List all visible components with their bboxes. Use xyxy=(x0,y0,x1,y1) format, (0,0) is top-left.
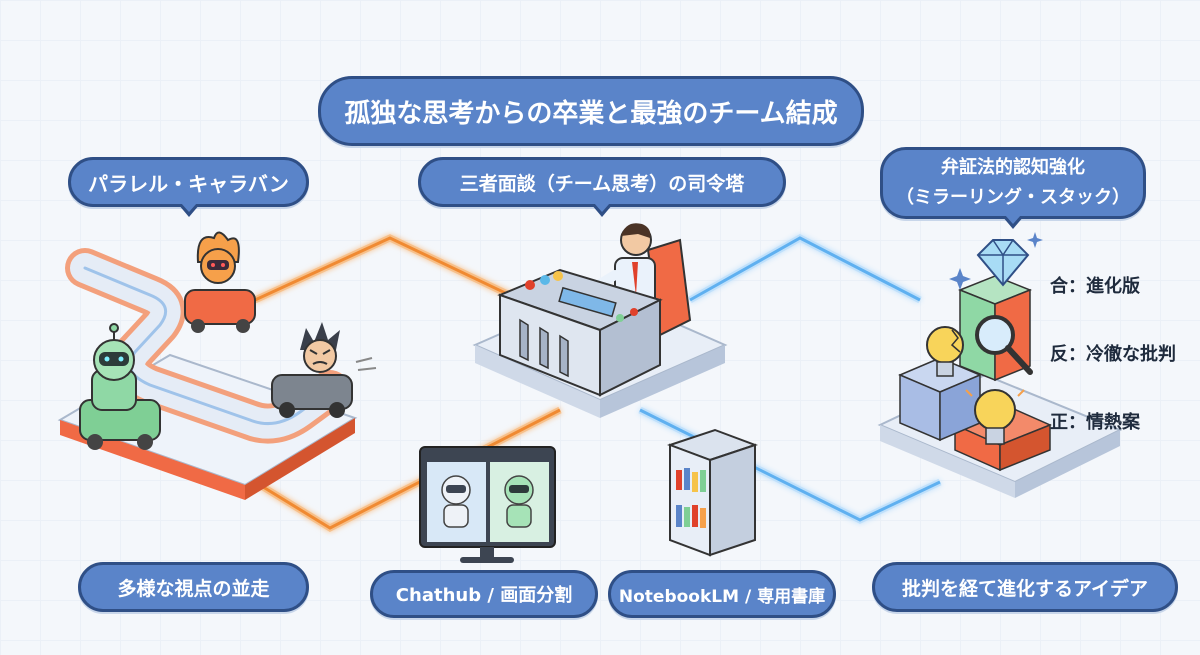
library-caption: NotebookLM / 専用書庫 xyxy=(608,570,836,618)
control-desk-icon xyxy=(497,268,663,397)
monitor-icon xyxy=(419,446,556,563)
main-title-text: 孤独な思考からの卒業と最強のチーム結成 xyxy=(344,98,838,129)
angry-face-icon xyxy=(271,322,377,418)
sparkle-icon xyxy=(949,232,1043,290)
synthesis-label: 合：進化版 xyxy=(1050,276,1140,297)
left-caption: 多様な視点の並走 xyxy=(78,562,309,612)
blue-connector-top xyxy=(688,234,922,304)
left-heading: パラレル・キャラバン xyxy=(68,157,309,207)
thesis-label: 正：情熱案 xyxy=(1050,412,1140,433)
right-caption: 批判を経て進化するアイデア xyxy=(872,562,1178,612)
green-robot-icon xyxy=(79,323,161,450)
antithesis-label: 反：冷徹な批判 xyxy=(1050,344,1176,365)
center-heading: 三者面談（チーム思考）の司令塔 xyxy=(418,157,786,207)
main-title: 孤独な思考からの卒業と最強のチーム結成 xyxy=(318,76,864,146)
diamond-icon xyxy=(976,239,1030,287)
magnifier-icon xyxy=(975,315,1033,375)
screen-caption: Chathub / 画面分割 xyxy=(370,570,598,618)
lightbulb-icon xyxy=(965,389,1025,445)
fire-robot-icon xyxy=(184,231,256,333)
server-rack-icon xyxy=(667,428,758,557)
orange-connector-top xyxy=(253,234,522,304)
right-heading: 弁証法的認知強化 （ミラーリング・スタック） xyxy=(880,147,1146,219)
cracked-lightbulb-icon xyxy=(926,326,964,377)
